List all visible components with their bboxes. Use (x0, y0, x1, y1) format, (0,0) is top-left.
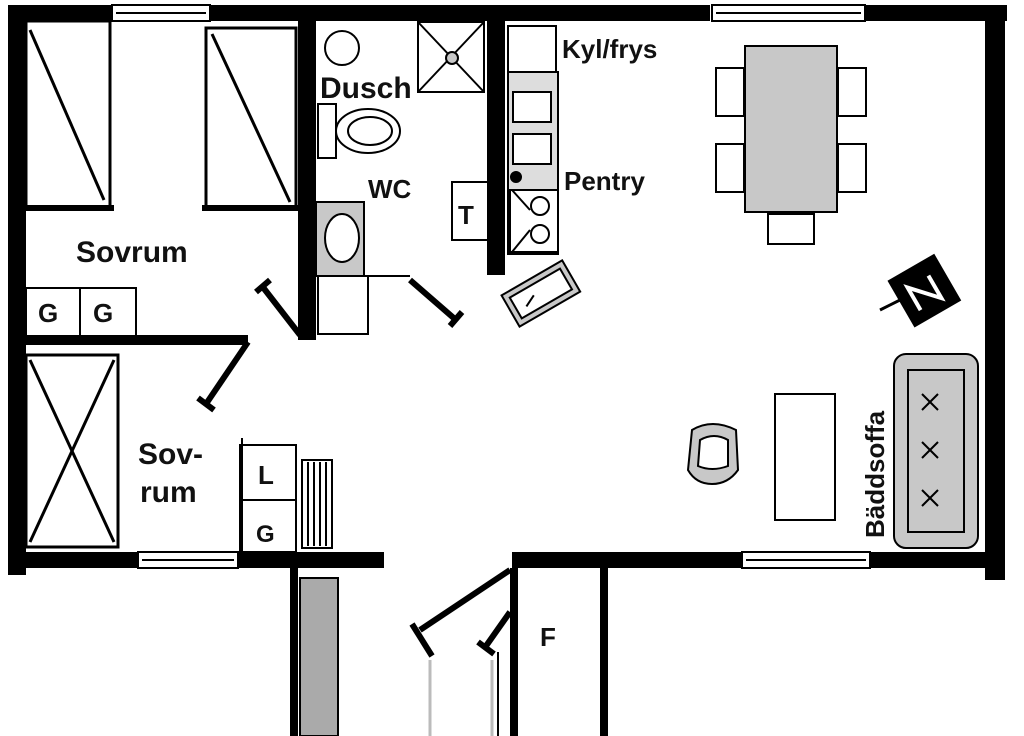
kitchen (451, 25, 582, 328)
living-room (686, 353, 979, 549)
north-arrow-icon (887, 253, 962, 328)
kitchen-counter-item (500, 259, 582, 328)
radiator (301, 459, 333, 549)
wall-bath-left (298, 5, 316, 340)
armchair (686, 423, 740, 486)
wall-right (985, 5, 1005, 580)
door-entrance-2 (483, 610, 513, 648)
fridge (507, 25, 557, 73)
wall-bottom-right (870, 552, 1005, 568)
label-f: F (540, 622, 556, 652)
chair (837, 67, 867, 117)
coffee-table (774, 393, 836, 521)
wall-bottom-mid-left (238, 552, 384, 568)
label-sovrum-2-line-2: rum (140, 476, 197, 509)
label-wc: WC (368, 174, 412, 204)
door-bedroom-2 (203, 340, 251, 406)
windows (111, 4, 871, 569)
label-t: T (458, 200, 474, 230)
label-g-1: G (38, 298, 58, 328)
label-pentry: Pentry (564, 166, 645, 196)
chair (715, 67, 745, 117)
entrance-bench (299, 577, 339, 736)
door-entrance-1 (418, 567, 512, 633)
wardrobes-bedroom-1 (24, 19, 298, 210)
table-t (451, 181, 489, 241)
wall-top-left (8, 5, 112, 21)
wall-bottom-mid (512, 552, 742, 568)
storage-bedroom-2 (239, 438, 297, 553)
label-dusch: Dusch (320, 72, 412, 105)
wall-left (8, 5, 26, 575)
wall-kitchen (487, 5, 505, 275)
dining-set (715, 45, 867, 245)
storage-g-boxes (25, 287, 137, 337)
wall-bottom-left (8, 552, 138, 568)
wardrobe-bedroom-2 (24, 353, 120, 549)
wall-bedroom-divider (26, 335, 248, 345)
chair (767, 213, 815, 245)
bathroom (315, 21, 485, 335)
entrance (290, 568, 608, 736)
door-bedroom-1 (259, 284, 303, 337)
wall-top-mid (210, 5, 710, 21)
label-l: L (258, 460, 274, 490)
sofa-bed (893, 353, 979, 549)
label-g-3: G (256, 521, 275, 548)
label-sovrum-2-line-1: Sov- (138, 438, 203, 471)
outer-walls (8, 5, 1007, 580)
stove-icon (509, 189, 559, 253)
chair (837, 143, 867, 193)
sink-icon (315, 201, 365, 277)
label-sovrum: Sovrum (76, 236, 188, 269)
wall-top-right (865, 5, 1007, 21)
kitchen-sink (510, 91, 552, 183)
dining-table (744, 45, 838, 213)
label-baddsoffa: Bäddsoffa (860, 410, 890, 538)
chair (715, 143, 745, 193)
doors (196, 277, 513, 658)
label-kylfrys: Kyl/frys (562, 34, 657, 64)
label-g-2: G (93, 298, 113, 328)
shower-icon (324, 30, 360, 66)
shower-tray (417, 21, 485, 93)
toilet-icon (317, 103, 401, 159)
door-wc (408, 277, 458, 323)
